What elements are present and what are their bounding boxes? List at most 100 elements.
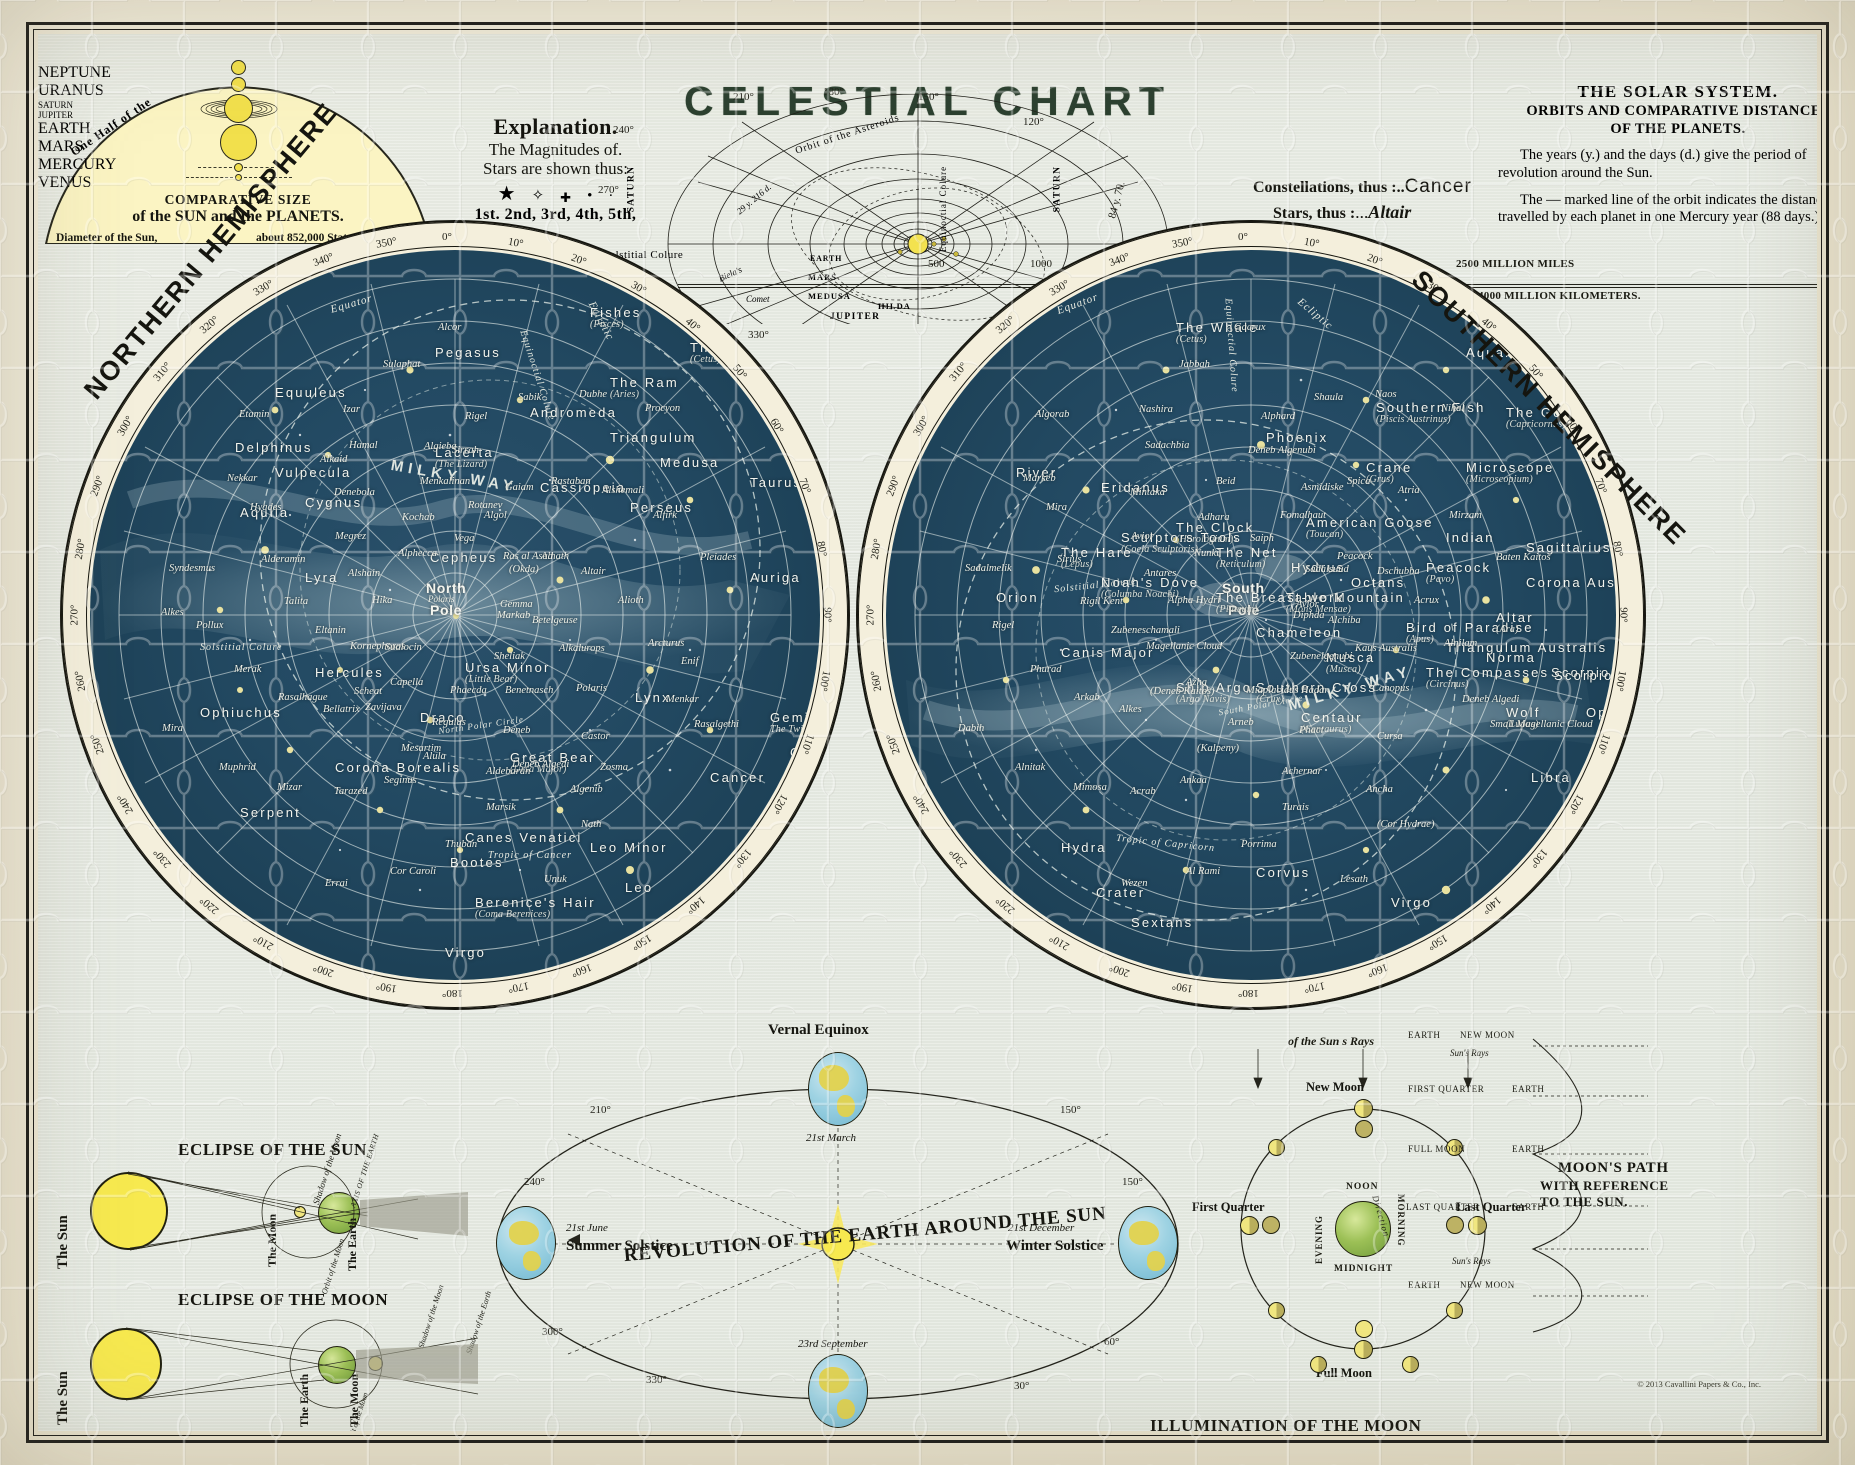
- degree-tick-label: 190°: [1171, 979, 1195, 995]
- eclipse-of-moon-diagram: ECLIPSE OF THE MOON The Sun The Earth Th…: [55, 1284, 493, 1431]
- moon-phase-new-top: [1354, 1099, 1373, 1118]
- degree-tick-label: 350°: [1171, 235, 1195, 251]
- moons-path-diagram: EARTH NEW MOON Sun's Rays FIRST QUARTER …: [1406, 1030, 1817, 1334]
- degree-tick-label: 170°: [506, 979, 530, 995]
- degree-tick-label: 220°: [993, 893, 1018, 916]
- solar-annotation-84y: 84 y. 70.: [1106, 180, 1128, 220]
- legend-constellations-sample: Cancer: [1404, 176, 1472, 197]
- degree-tick-label: 250°: [884, 732, 903, 757]
- orbit-annotation-saturn: 29 y. 216 d.: [734, 181, 774, 217]
- degree-tick-label: 80°: [814, 540, 830, 558]
- revolution-degree-60: 60°: [1104, 1336, 1120, 1348]
- degree-tick-label: 0°: [442, 231, 452, 243]
- moon-phase-extra-6: [1402, 1356, 1419, 1373]
- solar-system-subheading-1: ORBITS AND COMPARATIVE DISTANCES: [1526, 103, 1817, 119]
- revolution-degree-330: 330°: [646, 1374, 667, 1386]
- moon-phase-last-inner: [1446, 1216, 1464, 1234]
- degree-tick-label: 250°: [88, 732, 107, 757]
- revolution-degree-240: 240°: [524, 1176, 545, 1188]
- solar-system-note-1: The years (y.) and the days (d.) give th…: [1498, 147, 1807, 181]
- moons-path-title-3: TO THE SUN.: [1540, 1194, 1629, 1209]
- clock-label-midnight: MIDNIGHT: [1334, 1264, 1394, 1274]
- solar-degree-120: 120°: [1023, 116, 1044, 128]
- degree-tick-label: 30°: [629, 278, 649, 297]
- symbol-legend: Constellations, thus :..Cancer Stars, th…: [1253, 174, 1503, 224]
- degree-tick-label: 130°: [730, 846, 754, 870]
- degree-tick-label: 90°: [1617, 607, 1630, 623]
- moon-phase-first-disc: [1240, 1216, 1259, 1235]
- solar-system-subheading-2: OF THE PLANETS.: [1610, 121, 1746, 138]
- planet-jupiter-disc: [220, 124, 257, 161]
- orbit-label-asteroids: Orbit of the Asteroids: [793, 112, 901, 157]
- degree-tick-label: 160°: [569, 960, 594, 980]
- solar-degree-240: 240°: [613, 124, 634, 136]
- season-label-vernal: Vernal Equinox: [768, 1022, 869, 1038]
- magnitude-3-icon: ✚: [560, 190, 572, 206]
- eclipse-of-sun-diagram: ECLIPSE OF THE SUN The Sun The Moon The …: [55, 1132, 468, 1295]
- revolution-degree-150: 150°: [1060, 1104, 1081, 1116]
- moon-phase-full-inner: [1355, 1320, 1373, 1338]
- degree-tick-label: 110°: [798, 732, 817, 756]
- moon-phase-extra-1: [1268, 1139, 1285, 1156]
- clock-label-morning: MORNING: [1396, 1194, 1406, 1247]
- degree-tick-label: 280°: [72, 538, 88, 561]
- moonpath-marker-1-r: Sun's Rays: [1450, 1048, 1489, 1058]
- solar-degree-210: 210°: [733, 91, 754, 103]
- clock-label-evening: EVENING: [1314, 1214, 1324, 1264]
- illumination-of-moon-diagram: of the Sun s Rays New Moon First Quarter…: [1150, 1034, 1528, 1431]
- degree-tick-label: 10°: [506, 235, 524, 250]
- illumination-title: ILLUMINATION OF THE MOON: [1150, 1416, 1422, 1431]
- clock-label-noon: NOON: [1346, 1182, 1379, 1192]
- degree-tick-label: 220°: [197, 893, 222, 916]
- moon-phase-last-disc: [1468, 1216, 1487, 1235]
- northern-hemisphere-map[interactable]: North Pole Polaris MILKY WAY Equator Ecl…: [60, 97, 850, 1010]
- revolution-diagram: REVOLUTION OF THE EARTH AROUND THE SUN V…: [468, 1022, 1208, 1431]
- degree-tick-label: 300°: [910, 413, 932, 439]
- moons-path-title-1: MOON'S PATH: [1558, 1160, 1669, 1176]
- orbit-label-saturn-left: SATURN: [626, 165, 637, 213]
- earth-leader-line: [198, 167, 232, 168]
- degree-tick-label: 120°: [1565, 791, 1587, 817]
- southern-hemisphere-map[interactable]: South Pole MILKY WAY Equator Ecliptic Eq…: [856, 220, 1693, 1010]
- degree-tick-label: 110°: [1594, 732, 1613, 756]
- moonpath-marker-0-r: NEW MOON: [1460, 1030, 1515, 1040]
- degree-tick-label: 260°: [72, 669, 88, 692]
- degree-tick-label: 170°: [1302, 979, 1326, 995]
- degree-tick-label: 340°: [311, 250, 336, 269]
- degree-tick-label: 90°: [821, 607, 834, 623]
- degree-tick-label: 120°: [769, 791, 791, 817]
- legend-constellations-row: Constellations, thus :..Cancer: [1253, 174, 1503, 200]
- revolution-degree-30: 30°: [1014, 1380, 1030, 1392]
- moonpath-marker-2-r: EARTH: [1512, 1084, 1545, 1094]
- degree-tick-label: 140°: [1479, 893, 1504, 916]
- revolution-degree-210: 210°: [590, 1104, 611, 1116]
- degree-tick-label: 270°: [68, 604, 81, 626]
- magnitude-4-icon: •: [587, 188, 593, 205]
- moon-phase-new-disc: [1355, 1120, 1373, 1138]
- copyright-notice: © 2013 Cavallini Papers & Co., Inc.: [1637, 1379, 1761, 1389]
- moonpath-marker-0-l: EARTH: [1408, 1030, 1441, 1040]
- phase-label-new-moon: New Moon: [1306, 1080, 1364, 1094]
- degree-tick-label: 310°: [151, 360, 175, 384]
- eclipse-moon-rays: [125, 1319, 479, 1409]
- explanation-line-1: The Magnitudes of.: [488, 140, 623, 159]
- moon-phase-extra-3: [1268, 1302, 1285, 1319]
- degree-tick-label: 330°: [251, 277, 276, 299]
- solar-degree-150: 150°: [918, 91, 939, 103]
- degree-tick-label: 100°: [816, 669, 833, 692]
- season-label-summer: Summer Solstice: [566, 1238, 673, 1254]
- moonpath-marker-3-l: FULL MOON: [1408, 1144, 1466, 1154]
- moon-phase-first-inner: [1262, 1216, 1280, 1234]
- moon-phase-extra-4: [1446, 1302, 1463, 1319]
- date-label-autumnal: 23rd September: [798, 1338, 868, 1350]
- degree-tick-label: 340°: [1107, 250, 1132, 269]
- moonpath-marker-4-l: LAST QUARTER: [1406, 1202, 1480, 1212]
- degree-tick-label: 130°: [1526, 846, 1550, 870]
- solar-system-heading: THE SOLAR SYSTEM.: [1577, 82, 1779, 101]
- moons-path-title-2: WITH REFERENCE: [1540, 1178, 1669, 1193]
- degree-tick-label: 240°: [910, 791, 932, 817]
- degree-tick-label: 40°: [682, 315, 703, 335]
- degree-tick-label: 10°: [1302, 235, 1320, 250]
- northern-degree-ring: 0°10°20°30°40°50°60°70°80°90°100°110°120…: [60, 220, 850, 1010]
